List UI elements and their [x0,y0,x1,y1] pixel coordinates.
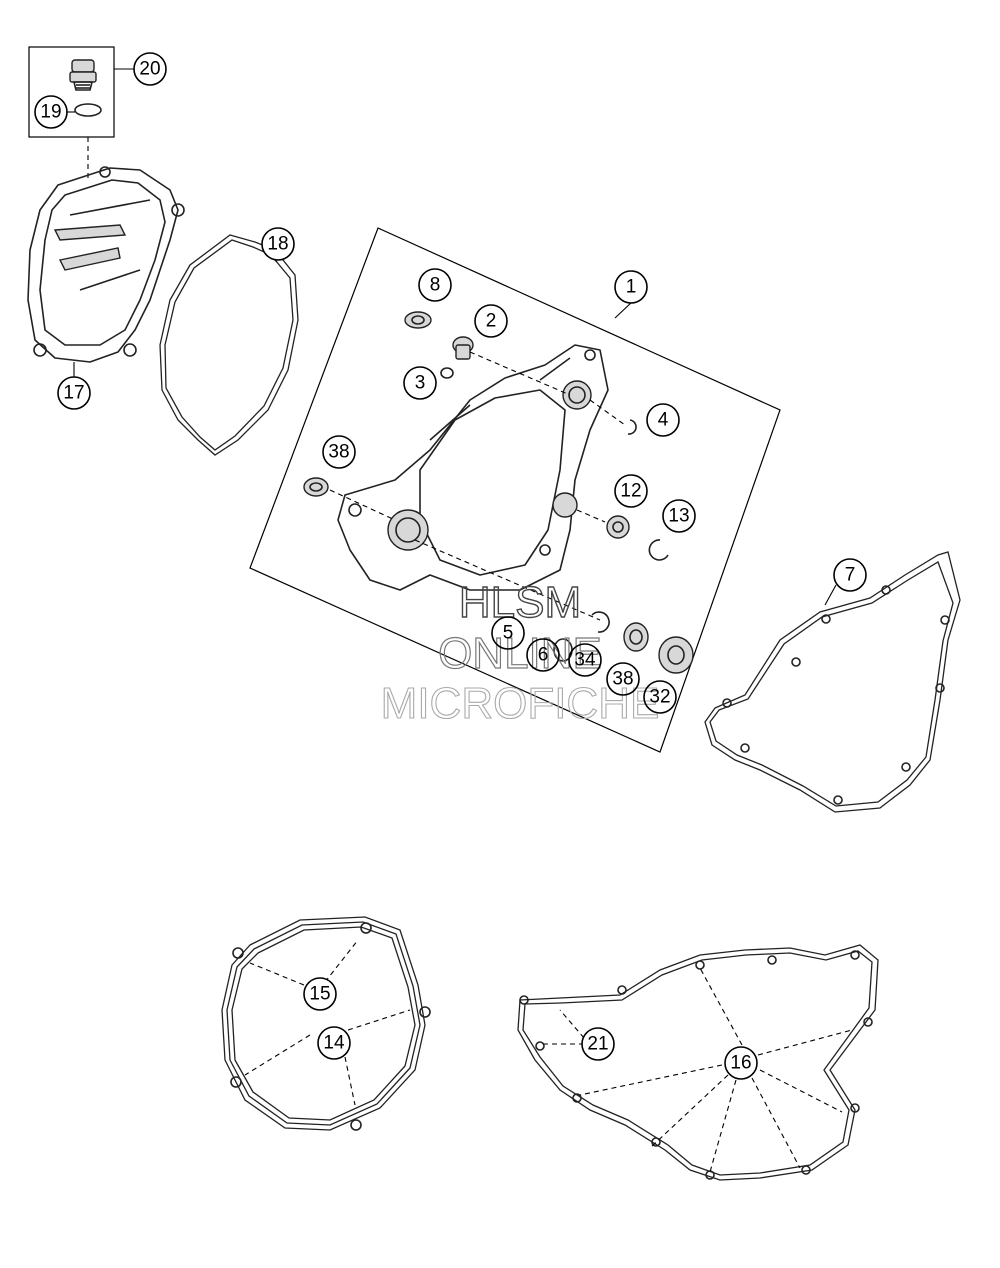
svg-text:19: 19 [40,102,61,123]
clutch-cover [27,166,185,381]
svg-text:16: 16 [730,1053,751,1074]
svg-text:15: 15 [309,984,330,1005]
watermark-line2: ONLINE [438,629,602,678]
o-ring [74,103,102,117]
svg-text:14: 14 [323,1033,345,1054]
callout-18: 18 [261,227,295,261]
svg-text:7: 7 [845,565,856,586]
svg-text:2: 2 [486,311,497,332]
callout-20: 20 [133,52,167,86]
water-pump-cover [337,301,633,591]
svg-text:21: 21 [587,1034,608,1055]
callout-16: 16 [724,1046,758,1080]
callout-17: 17 [57,376,91,410]
callout-7: 7 [833,558,867,592]
oil-filler-plug [69,59,97,91]
callout-12: 12 [614,474,648,508]
clutch-gasket-bottom [221,916,431,1131]
callout-19: 19 [34,95,68,129]
shaft-group [414,539,694,674]
svg-text:4: 4 [658,410,669,431]
svg-text:17: 17 [63,383,84,404]
svg-text:3: 3 [415,373,426,394]
svg-text:38: 38 [612,669,633,690]
svg-text:1: 1 [626,277,637,298]
svg-text:20: 20 [139,59,160,80]
svg-text:32: 32 [649,687,670,708]
callout-3: 3 [403,366,437,400]
callout-32: 32 [643,680,677,714]
callout-13: 13 [662,499,696,533]
filler-plug-group [28,46,134,180]
svg-text:38: 38 [328,442,349,463]
callout-14: 14 [317,1026,351,1060]
svg-text:18: 18 [267,234,288,255]
callout-34: 34 [568,643,602,677]
callout-6: 6 [526,638,560,672]
callout-1: 1 [614,270,648,304]
callout-8: 8 [418,268,452,302]
svg-text:13: 13 [668,506,689,527]
svg-text:6: 6 [538,645,549,666]
callout-38-top: 38 [322,435,356,469]
plug-screw [452,336,571,396]
snap-ring [648,539,669,561]
watermark-line3: MICROFICHE [381,679,660,728]
inset-box [28,46,115,138]
pump-cover-gasket [704,551,961,813]
callout-21: 21 [581,1027,615,1061]
svg-text:12: 12 [620,481,641,502]
callout-4: 4 [646,403,680,437]
svg-text:34: 34 [574,650,596,671]
seal-ring-left [303,477,329,497]
seal-ring [404,311,432,329]
callout-5: 5 [491,616,525,650]
assembly-box [249,227,781,753]
watermark-line1: HLSM [459,578,581,627]
cover-gasket [159,234,299,456]
callout-38-bottom: 38 [606,662,640,696]
svg-text:5: 5 [503,623,514,644]
bearing-small [606,515,630,539]
circlip [627,419,637,435]
watermark: HLSM ONLINE MICROFICHE [380,577,660,728]
svg-text:8: 8 [430,275,441,296]
crankcase-gasket-bottom [517,944,879,1181]
callout-2: 2 [474,304,508,338]
small-washer [440,367,454,379]
callout-15: 15 [303,977,337,1011]
